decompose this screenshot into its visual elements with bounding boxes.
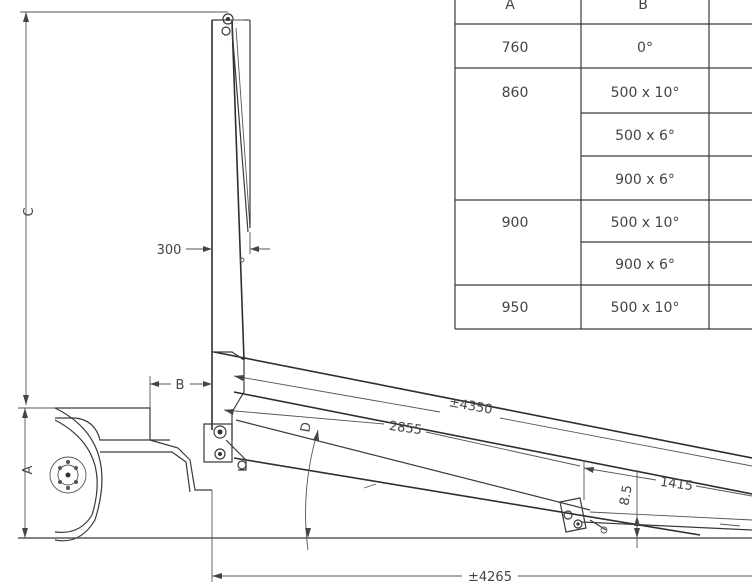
dimension-b: B bbox=[149, 376, 212, 408]
dimension-85-label: 8.5 bbox=[617, 484, 635, 507]
dimension-d-label: D bbox=[298, 421, 315, 433]
table-cell-b: 0° bbox=[637, 40, 653, 56]
table-header-b: B bbox=[638, 0, 648, 13]
truck-chassis bbox=[49, 407, 212, 542]
dimension-4350: ±4350 bbox=[233, 375, 752, 467]
dimension-a: A bbox=[18, 407, 150, 539]
dimension-85: 8.5 bbox=[617, 470, 640, 548]
table-cell-b: 500 x 6° bbox=[615, 128, 675, 144]
dimension-d: D bbox=[298, 421, 319, 551]
dimension-1415: 1415 bbox=[583, 462, 752, 500]
table-cell-b: 500 x 10° bbox=[611, 85, 680, 101]
dimension-1415-label: 1415 bbox=[659, 475, 694, 494]
table-cell-a: 860 bbox=[502, 85, 529, 101]
dimension-4265-label: ±4265 bbox=[468, 570, 512, 583]
dimension-300: 300 bbox=[157, 232, 270, 258]
lifting-mast bbox=[211, 13, 251, 430]
dimension-c-label: C bbox=[22, 207, 37, 216]
table-cell-b: 900 x 6° bbox=[615, 257, 675, 273]
table-cell-a: 760 bbox=[502, 40, 529, 56]
dimension-2855: 2855 bbox=[223, 409, 581, 467]
dimension-a-label: A bbox=[21, 465, 36, 474]
spec-table: A B 760 0° 860 500 x 10° 500 x 6° 900 x … bbox=[454, 0, 752, 330]
ramp-arm bbox=[203, 351, 752, 536]
dimension-c: C bbox=[20, 11, 228, 405]
dimension-4265: ±4265 bbox=[211, 490, 752, 585]
table-cell-b: 500 x 10° bbox=[611, 215, 680, 231]
table-cell-a: 900 bbox=[502, 215, 529, 231]
dimension-2855-label: 2855 bbox=[388, 419, 423, 438]
dimension-b-label: B bbox=[176, 378, 185, 393]
table-cell-b: 500 x 10° bbox=[611, 300, 680, 316]
table-cell-b: 900 x 6° bbox=[615, 172, 675, 188]
table-cell-a: 950 bbox=[502, 300, 529, 316]
dimension-4350-label: ±4350 bbox=[448, 395, 494, 417]
table-header-a: A bbox=[505, 0, 515, 13]
dimension-300-label: 300 bbox=[157, 243, 182, 258]
